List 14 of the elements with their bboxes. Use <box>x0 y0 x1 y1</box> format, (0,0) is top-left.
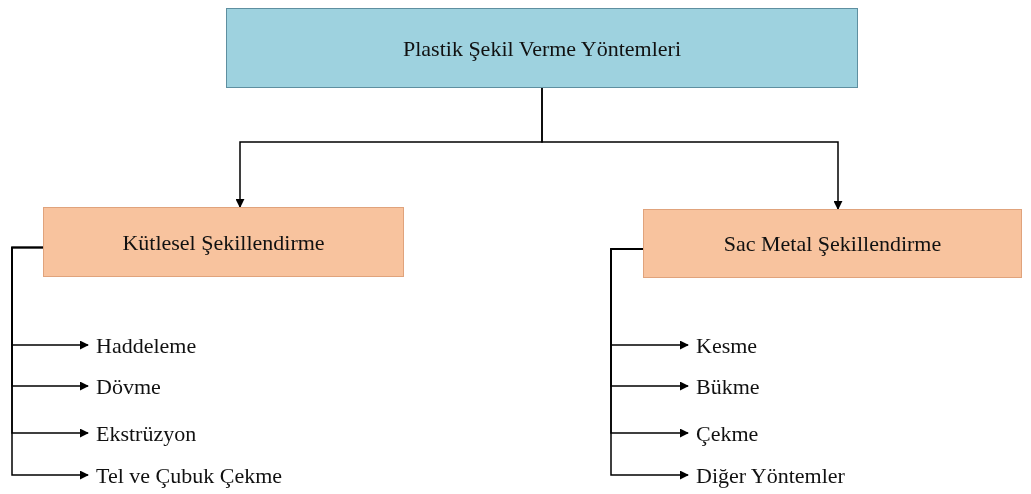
arrow <box>541 87 843 210</box>
root-box: Plastik Şekil Verme Yöntemleri <box>226 8 858 88</box>
method-label: Çekme <box>696 418 816 448</box>
method-label: Tel ve Çubuk Çekme <box>96 460 386 490</box>
method-label: Kesme <box>696 330 816 360</box>
method-label: Dövme <box>96 371 216 401</box>
category-box: Kütlesel Şekillendirme <box>43 207 404 277</box>
method-label: Bükme <box>696 371 816 401</box>
method-label: Diğer Yöntemler <box>696 460 936 490</box>
method-label: Haddeleme <box>96 330 266 360</box>
method-label: Ekstrüzyon <box>96 418 266 448</box>
arrow <box>11 246 89 480</box>
arrow <box>610 248 689 480</box>
category-box: Sac Metal Şekillendirme <box>643 209 1022 278</box>
